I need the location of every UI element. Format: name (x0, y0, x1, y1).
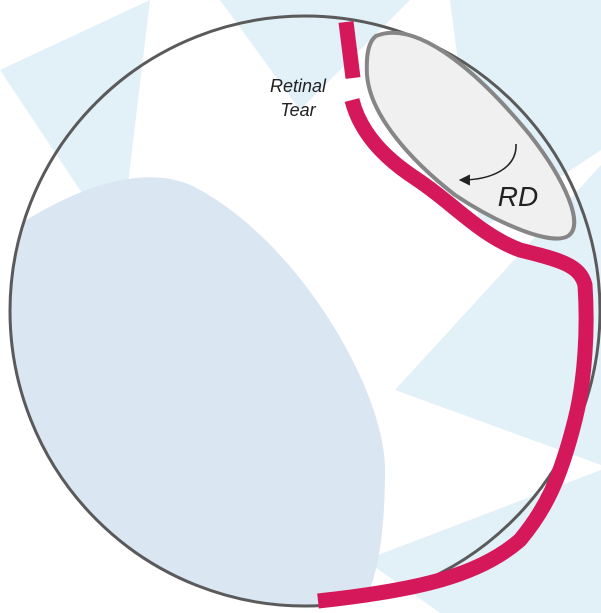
detachment-label: RD (498, 181, 538, 212)
retinal-detachment (364, 30, 577, 241)
eye-interior-shading (10, 177, 385, 606)
retinal-tear-label-line1: Retinal (270, 76, 327, 96)
retina-segment-upper (338, 21, 361, 79)
retina-segment-main (317, 97, 594, 609)
eye-outline (8, 14, 601, 608)
background-ray (220, 0, 410, 110)
retinal-tear-label-line2: Tear (280, 100, 316, 120)
detachment-arrow (458, 143, 517, 186)
retina (317, 21, 594, 609)
